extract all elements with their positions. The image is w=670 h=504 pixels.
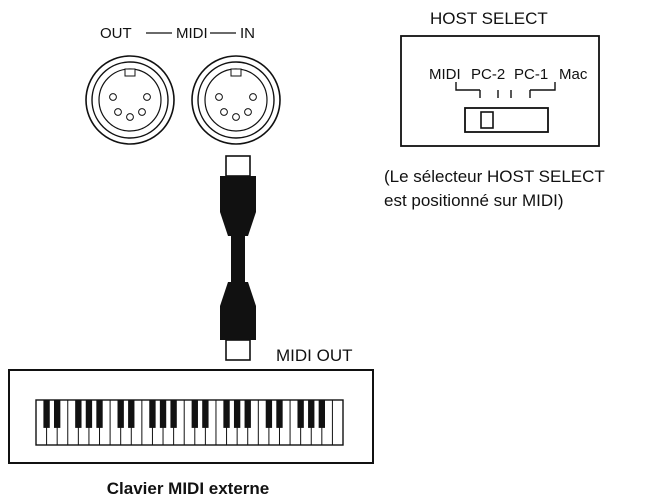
black-key [202, 400, 209, 428]
black-key [191, 400, 198, 428]
midi-cable [220, 155, 256, 361]
in-port-pins-icon [215, 93, 257, 121]
note-line-1: (Le sélecteur HOST SELECT [384, 167, 605, 186]
keyboard-caption: Clavier MIDI externe [107, 479, 270, 498]
midi-out-port [85, 55, 175, 145]
external-midi-keyboard [8, 369, 374, 464]
black-key [297, 400, 304, 428]
black-key [265, 400, 273, 428]
black-key [53, 400, 61, 428]
black-key [244, 400, 251, 428]
host-select-panel: MIDI PC-2 PC-1 Mac [400, 35, 600, 147]
keyboard-keys-icon [35, 399, 344, 446]
switch-position-markers [455, 82, 556, 98]
switch-pos-midi: MIDI [429, 66, 461, 83]
switch-pos-pc2: PC-2 [471, 66, 505, 83]
black-key [233, 400, 241, 428]
cable-top-plug-icon [225, 155, 251, 177]
black-key [43, 400, 50, 428]
port-labels: OUT MIDI IN [100, 25, 255, 42]
midi-in-port [191, 55, 281, 145]
out-label: OUT [100, 25, 132, 42]
black-key [318, 400, 326, 428]
cable-wire [231, 234, 245, 284]
note-line-2: est positionné sur MIDI) [384, 191, 564, 210]
midi-out-cable-label: MIDI OUT [276, 346, 353, 365]
black-key [223, 400, 230, 428]
black-key [276, 400, 283, 428]
host-select-slider-knob[interactable] [480, 111, 494, 129]
black-key [117, 400, 124, 428]
black-key [170, 400, 177, 428]
cable-bottom-plug-icon [225, 339, 251, 361]
host-select-title: HOST SELECT [430, 9, 548, 28]
host-select-slider-track[interactable] [464, 107, 549, 133]
black-key [159, 400, 167, 428]
black-key [96, 400, 103, 428]
cable-bottom-boot-icon [220, 282, 256, 340]
black-key [308, 400, 315, 428]
black-key [149, 400, 156, 428]
black-key [75, 400, 82, 428]
black-key [85, 400, 93, 428]
in-label: IN [240, 25, 255, 42]
cable-top-boot-icon [220, 176, 256, 236]
out-port-pins-icon [109, 93, 151, 121]
switch-pos-mac: Mac [559, 66, 588, 83]
midi-label: MIDI [176, 25, 208, 42]
keybed [35, 399, 344, 446]
black-key [128, 400, 135, 428]
switch-pos-pc1: PC-1 [514, 66, 548, 83]
